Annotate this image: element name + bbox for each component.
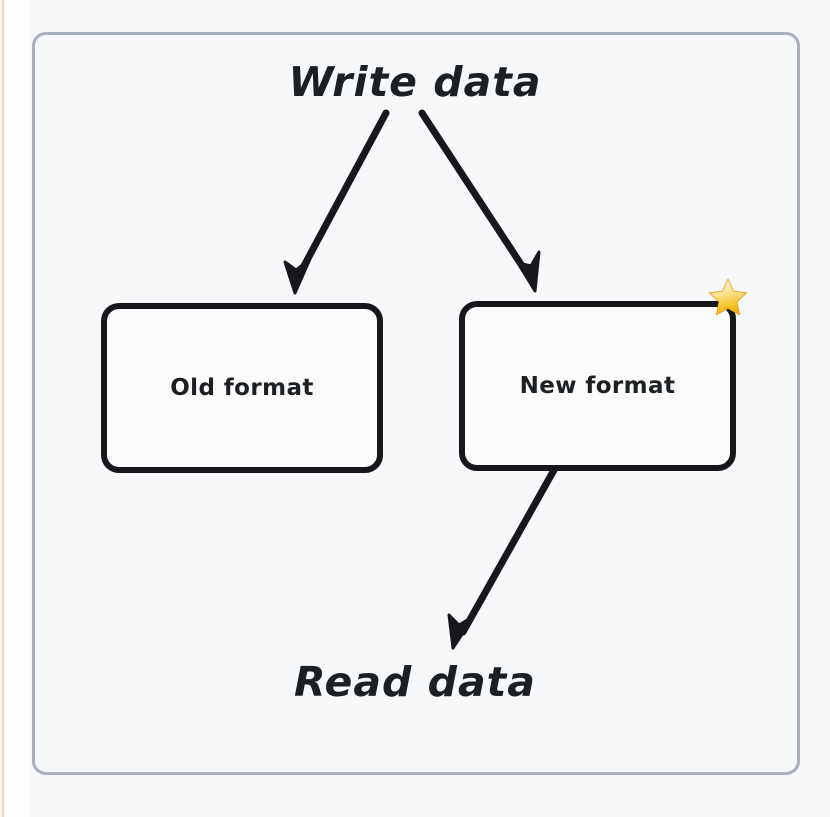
left-edge-rule	[2, 0, 4, 817]
down-left-arrow	[283, 109, 390, 295]
read-arrow	[447, 466, 558, 650]
node-new-format[interactable]: New format	[459, 301, 736, 471]
read-data-title: Read data	[294, 658, 536, 706]
diagram-frame	[32, 32, 800, 775]
node-old-format[interactable]: Old format	[101, 303, 383, 473]
write-data-title: Write data	[288, 58, 542, 106]
left-gutter	[4, 0, 30, 817]
node-new-format-label: New format	[519, 373, 676, 399]
node-old-format-label: Old format	[170, 375, 314, 401]
down-right-arrow	[418, 109, 541, 293]
